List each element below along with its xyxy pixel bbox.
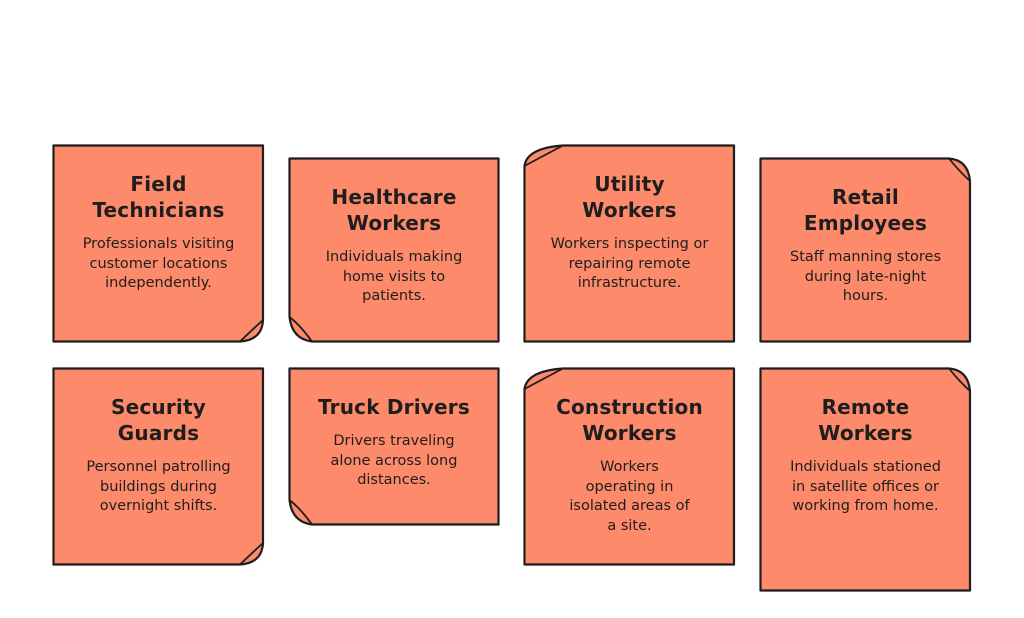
sticky-note-shape bbox=[523, 367, 736, 566]
sticky-note-shape bbox=[52, 367, 265, 566]
note-title: Utility Workers bbox=[582, 172, 677, 222]
note-description: Individuals stationed in satellite offic… bbox=[790, 459, 941, 514]
sticky-note-field-technicians: Field Technicians Professionals visiting… bbox=[52, 144, 265, 343]
note-description: Individuals making home visits to patien… bbox=[325, 249, 463, 304]
note-description: Staff manning stores during late-night h… bbox=[789, 249, 942, 304]
note-title: Truck Drivers bbox=[318, 395, 470, 419]
sticky-note-shape bbox=[759, 367, 972, 592]
sticky-note-security-guards: Security Guards Personnel patrolling bui… bbox=[52, 367, 265, 566]
sticky-note-shape bbox=[523, 144, 736, 343]
sticky-note-construction-workers: Construction Workers Workers operating i… bbox=[523, 367, 736, 566]
sticky-note-shape bbox=[52, 144, 265, 343]
note-description: Professionals visiting customer location… bbox=[82, 236, 235, 291]
sticky-note-shape bbox=[288, 157, 500, 343]
note-title: Healthcare Workers bbox=[331, 185, 457, 235]
note-title: Field Technicians bbox=[92, 172, 225, 222]
note-description: Workers operating in isolated areas of a… bbox=[569, 459, 690, 534]
note-title: Security Guards bbox=[111, 395, 206, 445]
note-title: Retail Employees bbox=[803, 185, 928, 235]
sticky-note-healthcare-workers: Healthcare Workers Individuals making ho… bbox=[288, 157, 500, 343]
sticky-note-retail-employees: Retail Employees Staff manning stores du… bbox=[759, 157, 972, 343]
note-description: Workers inspecting or repairing remote i… bbox=[550, 236, 709, 291]
note-description: Personnel patrolling buildings during ov… bbox=[86, 459, 231, 514]
note-description: Drivers traveling alone across long dist… bbox=[330, 433, 458, 488]
sticky-note-shape bbox=[288, 367, 500, 526]
note-title: Construction Workers bbox=[556, 395, 703, 445]
note-title: Remote Workers bbox=[818, 395, 913, 445]
sticky-note-shape bbox=[759, 157, 972, 343]
sticky-note-utility-workers: Utility Workers Workers inspecting or re… bbox=[523, 144, 736, 343]
sticky-note-truck-drivers: Truck Drivers Drivers traveling alone ac… bbox=[288, 367, 500, 526]
sticky-note-remote-workers: Remote Workers Individuals stationed in … bbox=[759, 367, 972, 592]
